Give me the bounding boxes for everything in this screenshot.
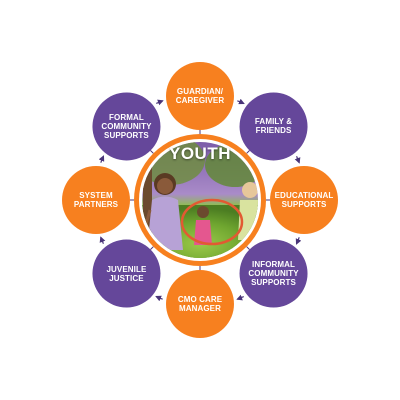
node-system	[62, 166, 130, 234]
node-formal	[92, 92, 161, 161]
node-guardian	[166, 62, 234, 130]
connector-arrow-system	[98, 155, 105, 163]
cycle-connectors	[98, 98, 302, 302]
node-juvenile	[92, 239, 161, 308]
node-family	[239, 92, 308, 161]
cycle-nodes	[62, 62, 338, 338]
node-cmo	[166, 270, 234, 338]
spoke-family	[246, 150, 250, 154]
connector-arrow-guardian	[237, 98, 245, 105]
spoke-formal	[150, 150, 154, 154]
connector-arrow-formal	[156, 99, 164, 106]
spoke-informal	[246, 246, 250, 250]
center-label: YOUTH	[169, 144, 231, 163]
connector-arrow-family	[294, 156, 301, 164]
connector-arrow-juvenile	[99, 236, 106, 244]
node-informal	[239, 239, 308, 308]
node-educational	[270, 166, 338, 234]
spoke-juvenile	[150, 246, 154, 250]
connector-arrow-informal	[236, 294, 244, 301]
center-spokes	[130, 130, 270, 270]
connector-arrow-educational	[295, 237, 302, 245]
connector-arrow-cmo	[155, 295, 163, 302]
